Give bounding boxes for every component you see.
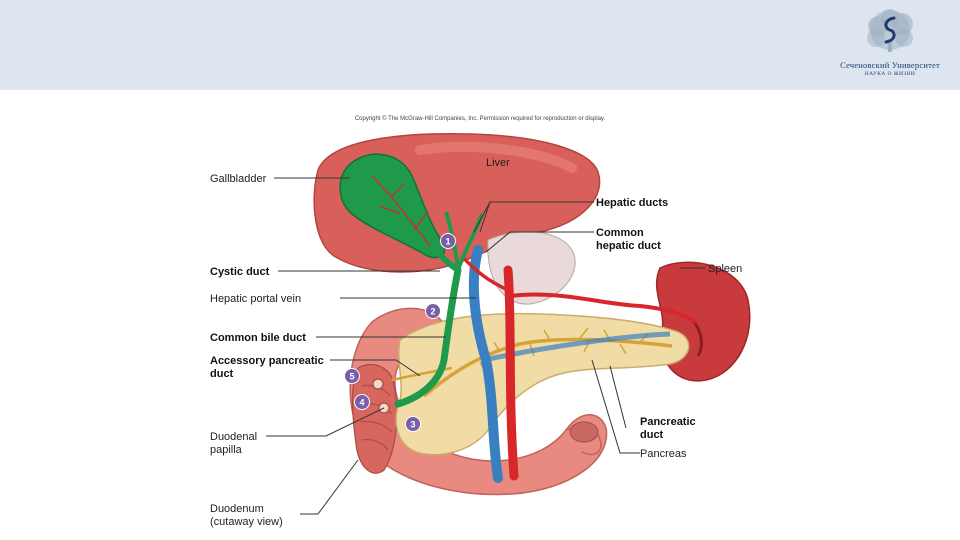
logo-name: Сеченовский Университет [840, 60, 940, 70]
marker-1: 1 [440, 233, 456, 249]
splenic-vein [483, 331, 671, 363]
label-duodenum-2: (cutaway view) [210, 516, 283, 528]
copyright-notice: Copyright © The McGraw-Hill Companies, I… [354, 116, 606, 122]
svg-text:4: 4 [359, 398, 364, 408]
svg-text:5: 5 [349, 372, 354, 382]
label-common-bile-duct: Common bile duct [210, 332, 306, 344]
jejunum-opening [569, 421, 599, 443]
label-duodenum-1: Duodenum [210, 503, 264, 515]
label-accessory-pancreatic-duct-1: Accessory pancreatic [210, 355, 324, 367]
common-bile-duct [394, 266, 462, 408]
university-logo: Сеченовский Университет НАУКА О ЖИЗНИ [832, 8, 948, 80]
marker-3: 3 [405, 416, 421, 432]
label-cystic-duct: Cystic duct [210, 266, 270, 278]
svg-text:3: 3 [410, 420, 415, 430]
label-liver: Liver [486, 157, 510, 169]
svg-text:1: 1 [445, 237, 450, 247]
header-bar: Сеченовский Университет НАУКА О ЖИЗНИ [0, 0, 960, 90]
label-spleen: Spleen [708, 263, 742, 275]
label-pancreatic-duct-1: Pancreatic [640, 416, 696, 428]
label-common-hepatic-duct-2: hepatic duct [596, 240, 661, 252]
pancreatic-duct-line [422, 337, 673, 398]
label-duodenal-papilla-2: papilla [210, 444, 243, 456]
label-common-hepatic-duct-1: Common [596, 227, 644, 239]
tree-emblem-icon [867, 9, 913, 52]
marker-5: 5 [344, 368, 360, 384]
gallbladder-vessels [371, 175, 431, 247]
label-accessory-pancreatic-duct-2: duct [210, 368, 234, 380]
label-duodenal-papilla-1: Duodenal [210, 431, 257, 443]
hepatic-duct-right [456, 213, 484, 271]
marker-2: 2 [425, 303, 441, 319]
splenic-artery [509, 292, 698, 324]
logo-motto: НАУКА О ЖИЗНИ [864, 71, 916, 77]
label-hepatic-portal-vein: Hepatic portal vein [210, 293, 301, 305]
aorta [503, 265, 519, 481]
label-hepatic-ducts: Hepatic ducts [596, 197, 668, 209]
label-pancreas: Pancreas [640, 448, 687, 460]
liver-highlight [415, 141, 577, 173]
pancreas-shape [395, 312, 690, 456]
marker-4: 4 [354, 394, 370, 410]
svg-text:2: 2 [430, 307, 435, 317]
minor-papilla [372, 378, 384, 390]
label-pancreatic-duct-2: duct [640, 429, 664, 441]
hepatic-artery [460, 254, 509, 292]
label-gallbladder: Gallbladder [210, 173, 267, 185]
accessory-duct-line [391, 366, 453, 382]
leader-lines [266, 177, 705, 515]
